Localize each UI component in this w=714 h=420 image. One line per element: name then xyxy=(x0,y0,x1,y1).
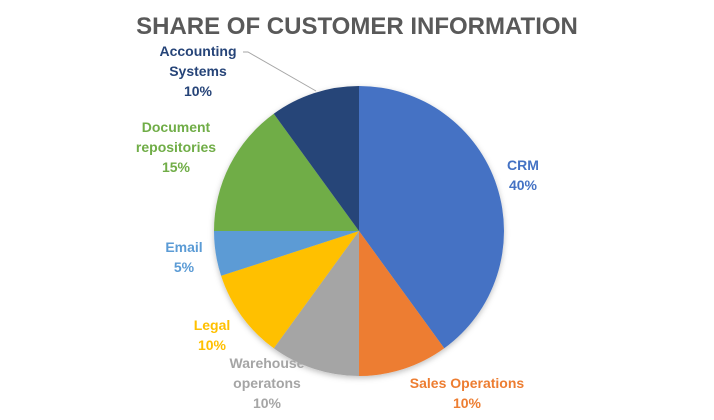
data-label-value: 5% xyxy=(174,259,195,275)
data-label-value: 10% xyxy=(198,337,227,353)
data-label-name: repositories xyxy=(136,139,216,155)
data-label-value: 15% xyxy=(162,159,191,175)
data-label-name: Document xyxy=(142,119,211,135)
leader-line xyxy=(243,51,317,92)
data-label-value: 10% xyxy=(184,83,213,99)
data-label-name: Accounting xyxy=(160,43,237,59)
pie-slice-legal xyxy=(221,231,359,349)
data-label-name: operatons xyxy=(233,375,301,391)
pie-slice-document-repositories xyxy=(214,113,359,231)
pie-slice-sales-operations xyxy=(359,231,445,376)
chart-title: SHARE OF CUSTOMER INFORMATION xyxy=(136,13,578,40)
data-label-value: 10% xyxy=(253,395,282,411)
data-label-name: Email xyxy=(165,239,202,255)
data-label-name: Sales Operations xyxy=(410,375,525,391)
pie-slice-warehouse-operatons xyxy=(273,231,359,376)
pie-slice-crm xyxy=(359,86,504,349)
data-label-name: Warehouse xyxy=(230,355,305,371)
pie-slice-email xyxy=(214,231,359,276)
pie-slice-accounting-systems xyxy=(273,86,359,231)
data-label-name: CRM xyxy=(507,157,539,173)
data-label-name: Legal xyxy=(194,317,231,333)
data-label-name: Systems xyxy=(169,63,227,79)
data-label-value: 10% xyxy=(453,395,482,411)
data-label-value: 40% xyxy=(509,177,538,193)
